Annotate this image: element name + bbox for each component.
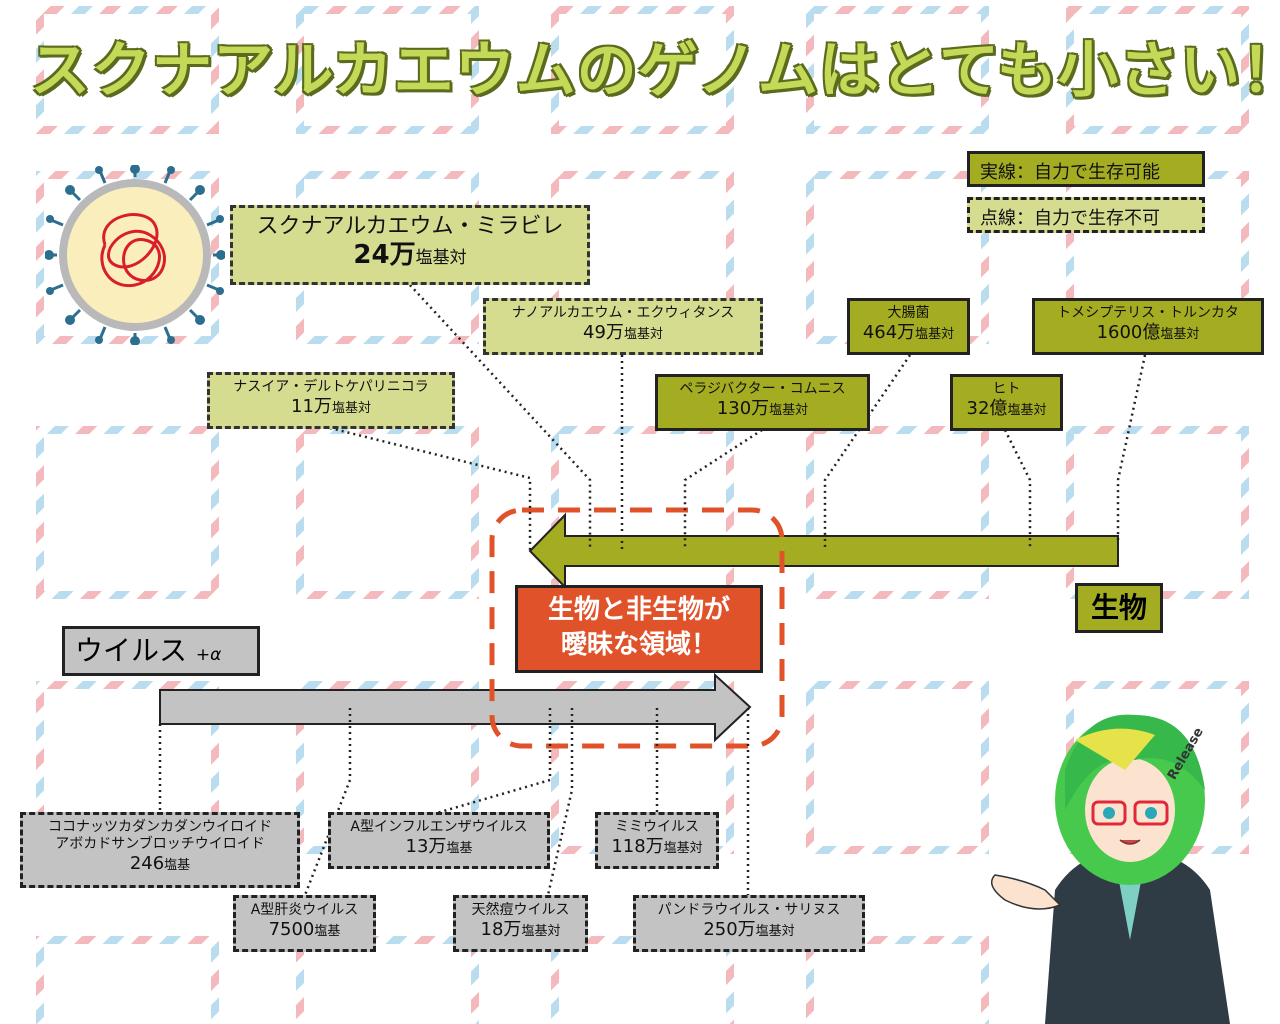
virus-name: 天然痘ウイルス <box>471 902 570 918</box>
guide-character-illustration <box>990 714 1230 1024</box>
virus-name-1: ココナッツカダンカダンウイロイド <box>48 819 272 835</box>
virus-value: 7500 <box>268 918 315 940</box>
organism-name: ナスイア・デルトケパリニコラ <box>233 379 429 395</box>
virus-name-2: アボカドサンブロッチウイロイド <box>55 835 265 852</box>
organism-box-tmesipteris: トメシプテリス・トルンカタ 1600億塩基対 <box>1032 298 1264 355</box>
virus-value: 13万 <box>405 835 447 857</box>
main-label-box: スクナアルカエウム・ミラビレ 24万塩基対 <box>230 205 590 285</box>
organism-value: 11万 <box>291 395 332 417</box>
organism-unit: 塩基対 <box>1160 326 1200 342</box>
organism-box-nanoarchaeum: ナノアルカエウム・エクウィタンス 49万塩基対 <box>483 298 763 355</box>
virus-unit: 塩基 <box>314 923 341 939</box>
organism-name: ヒト <box>992 381 1021 397</box>
organism-name: 大腸菌 <box>887 305 930 321</box>
ambiguous-region-label: 生物と非生物が 曖昧な領域！ <box>515 585 763 673</box>
page-title: スクナアルカエウムのゲノムはとても小さい！ <box>30 36 1280 106</box>
main-label-unit: 塩基対 <box>415 248 467 269</box>
organism-value: 32億 <box>966 397 1008 419</box>
archaea-cell-icon <box>45 165 225 345</box>
virus-name: A型インフルエンザウイルス <box>350 819 528 835</box>
organism-unit: 塩基対 <box>915 326 955 342</box>
organism-name: ナノアルカエウム・エクウィタンス <box>511 305 735 321</box>
organism-value: 1600億 <box>1096 321 1161 343</box>
virus-box-smallpox: 天然痘ウイルス 18万塩基対 <box>453 895 588 952</box>
organism-unit: 塩基対 <box>623 326 663 342</box>
ambiguous-label-line1: 生物と非生物が <box>547 595 730 625</box>
virus-value: 246 <box>129 852 165 874</box>
virus-unit: 塩基対 <box>755 923 795 939</box>
legend-dashed: 点線：自力で生存不可 <box>967 197 1205 233</box>
virus-box-viroid: ココナッツカダンカダンウイロイド アボカドサンブロッチウイロイド 246塩基 <box>20 812 300 888</box>
organism-name: トメシプテリス・トルンカタ <box>1057 305 1239 321</box>
virus-unit: 塩基 <box>164 857 191 873</box>
virus-box-pandoravirus: パンドラウイルス・サリヌス 250万塩基対 <box>633 895 865 952</box>
organism-group-label: 生物 <box>1075 583 1163 633</box>
virus-unit: 塩基対 <box>663 840 703 856</box>
virus-unit: 塩基 <box>446 840 473 856</box>
virus-box-influenza-a: A型インフルエンザウイルス 13万塩基 <box>328 812 550 869</box>
virus-box-mimivirus: ミミウイルス 118万塩基対 <box>595 812 719 869</box>
organism-unit: 塩基対 <box>1007 402 1047 418</box>
virus-label-suffix: +α <box>195 645 222 665</box>
organism-box-ecoli: 大腸菌 464万塩基対 <box>847 298 970 355</box>
organism-box-pelagibacter: ペラジバクター・コムニス 130万塩基対 <box>655 374 870 431</box>
ambiguous-region-outline <box>489 507 785 749</box>
organism-name: ペラジバクター・コムニス <box>679 381 846 397</box>
virus-arrow <box>159 672 752 743</box>
organism-unit: 塩基対 <box>769 402 809 418</box>
organism-value: 464万 <box>862 321 916 343</box>
organism-unit: 塩基対 <box>331 400 371 416</box>
virus-label-text: ウイルス <box>75 634 188 667</box>
main-label-name: スクナアルカエウム・ミラビレ <box>256 214 564 239</box>
organism-box-nasuia: ナスイア・デルトケパリニコラ 11万塩基対 <box>207 372 455 429</box>
virus-value: 18万 <box>480 918 522 940</box>
legend-solid: 実線：自力で生存可能 <box>967 151 1205 187</box>
ambiguous-label-line2: 曖昧な領域！ <box>560 630 717 661</box>
virus-box-hepatitis-a: A型肝炎ウイルス 7500塩基 <box>233 895 376 952</box>
virus-name: A型肝炎ウイルス <box>250 902 359 918</box>
virus-value: 250万 <box>703 918 756 940</box>
virus-name: ミミウイルス <box>615 819 699 835</box>
virus-value: 118万 <box>611 835 664 857</box>
organism-value: 49万 <box>583 321 624 343</box>
organism-box-human: ヒト 32億塩基対 <box>950 374 1063 431</box>
main-label-value: 24万 <box>353 240 416 271</box>
virus-name: パンドラウイルス・サリヌス <box>657 902 841 918</box>
organism-value: 130万 <box>716 397 770 419</box>
virus-group-label: ウイルス +α <box>62 626 260 676</box>
virus-unit: 塩基対 <box>521 923 561 939</box>
organism-arrow <box>528 512 1119 590</box>
